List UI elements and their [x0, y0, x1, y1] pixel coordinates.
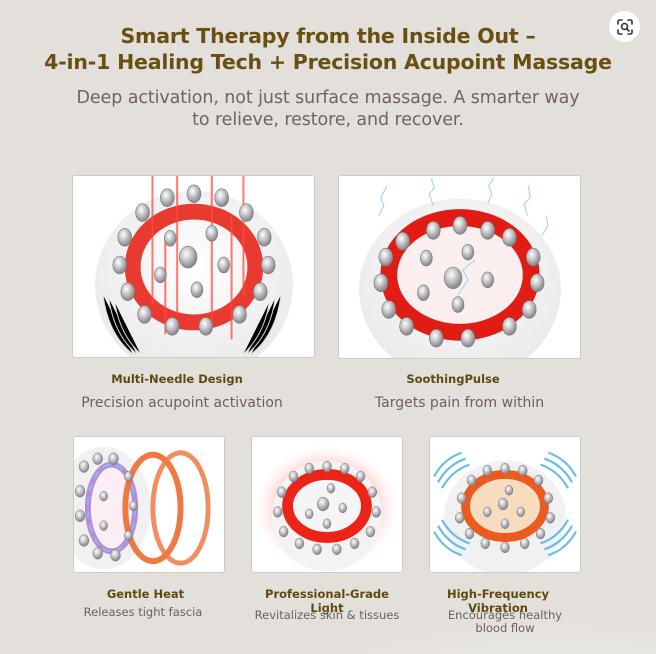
subtitle-line1: Deep activation, not just surface massag… [76, 88, 580, 108]
feature-title-vibration: High-Frequency Vibration [446, 587, 550, 615]
feature-title-gentle-heat: Gentle Heat [106, 587, 185, 601]
feature-title-multi-needle: Multi-Needle Design [111, 372, 243, 386]
visual-search-icon [616, 18, 633, 35]
page-title-line2: 4-in-1 Healing Tech + Precision Acupoint… [44, 50, 612, 74]
feature-image-soothing-pulse [338, 175, 581, 359]
feature-desc-vibration-line2: blood flow [475, 621, 535, 635]
feature-title-soothing-pulse: SoothingPulse [406, 372, 500, 386]
feature-image-light [251, 436, 403, 573]
feature-desc-gentle-heat: Releases tight fascia [83, 605, 203, 619]
feature-title-light: Professional-Grade Light [265, 587, 389, 615]
heat-rings-illustration [74, 446, 211, 570]
vibration-waves-illustration [433, 451, 577, 572]
feature-image-gentle-heat [73, 436, 225, 573]
red-light-beams-illustration [95, 176, 293, 357]
page-title-line1: Smart Therapy from the Inside Out – [120, 24, 536, 48]
feature-desc-multi-needle: Precision acupoint activation [81, 395, 283, 411]
feature-desc-vibration-line1: Encourages healthy [447, 608, 563, 622]
subtitle-line2: to relieve, restore, and recover. [192, 110, 464, 130]
visual-search-button[interactable] [609, 11, 640, 42]
feature-desc-soothing-pulse: Targets pain from within [374, 395, 545, 411]
feature-image-multi-needle [72, 175, 315, 358]
feature-image-vibration [429, 436, 581, 573]
red-light-glow-illustration [252, 442, 402, 572]
pulse-arcs-illustration [359, 177, 561, 358]
feature-desc-light: Revitalizes skin & tissues [254, 608, 400, 622]
